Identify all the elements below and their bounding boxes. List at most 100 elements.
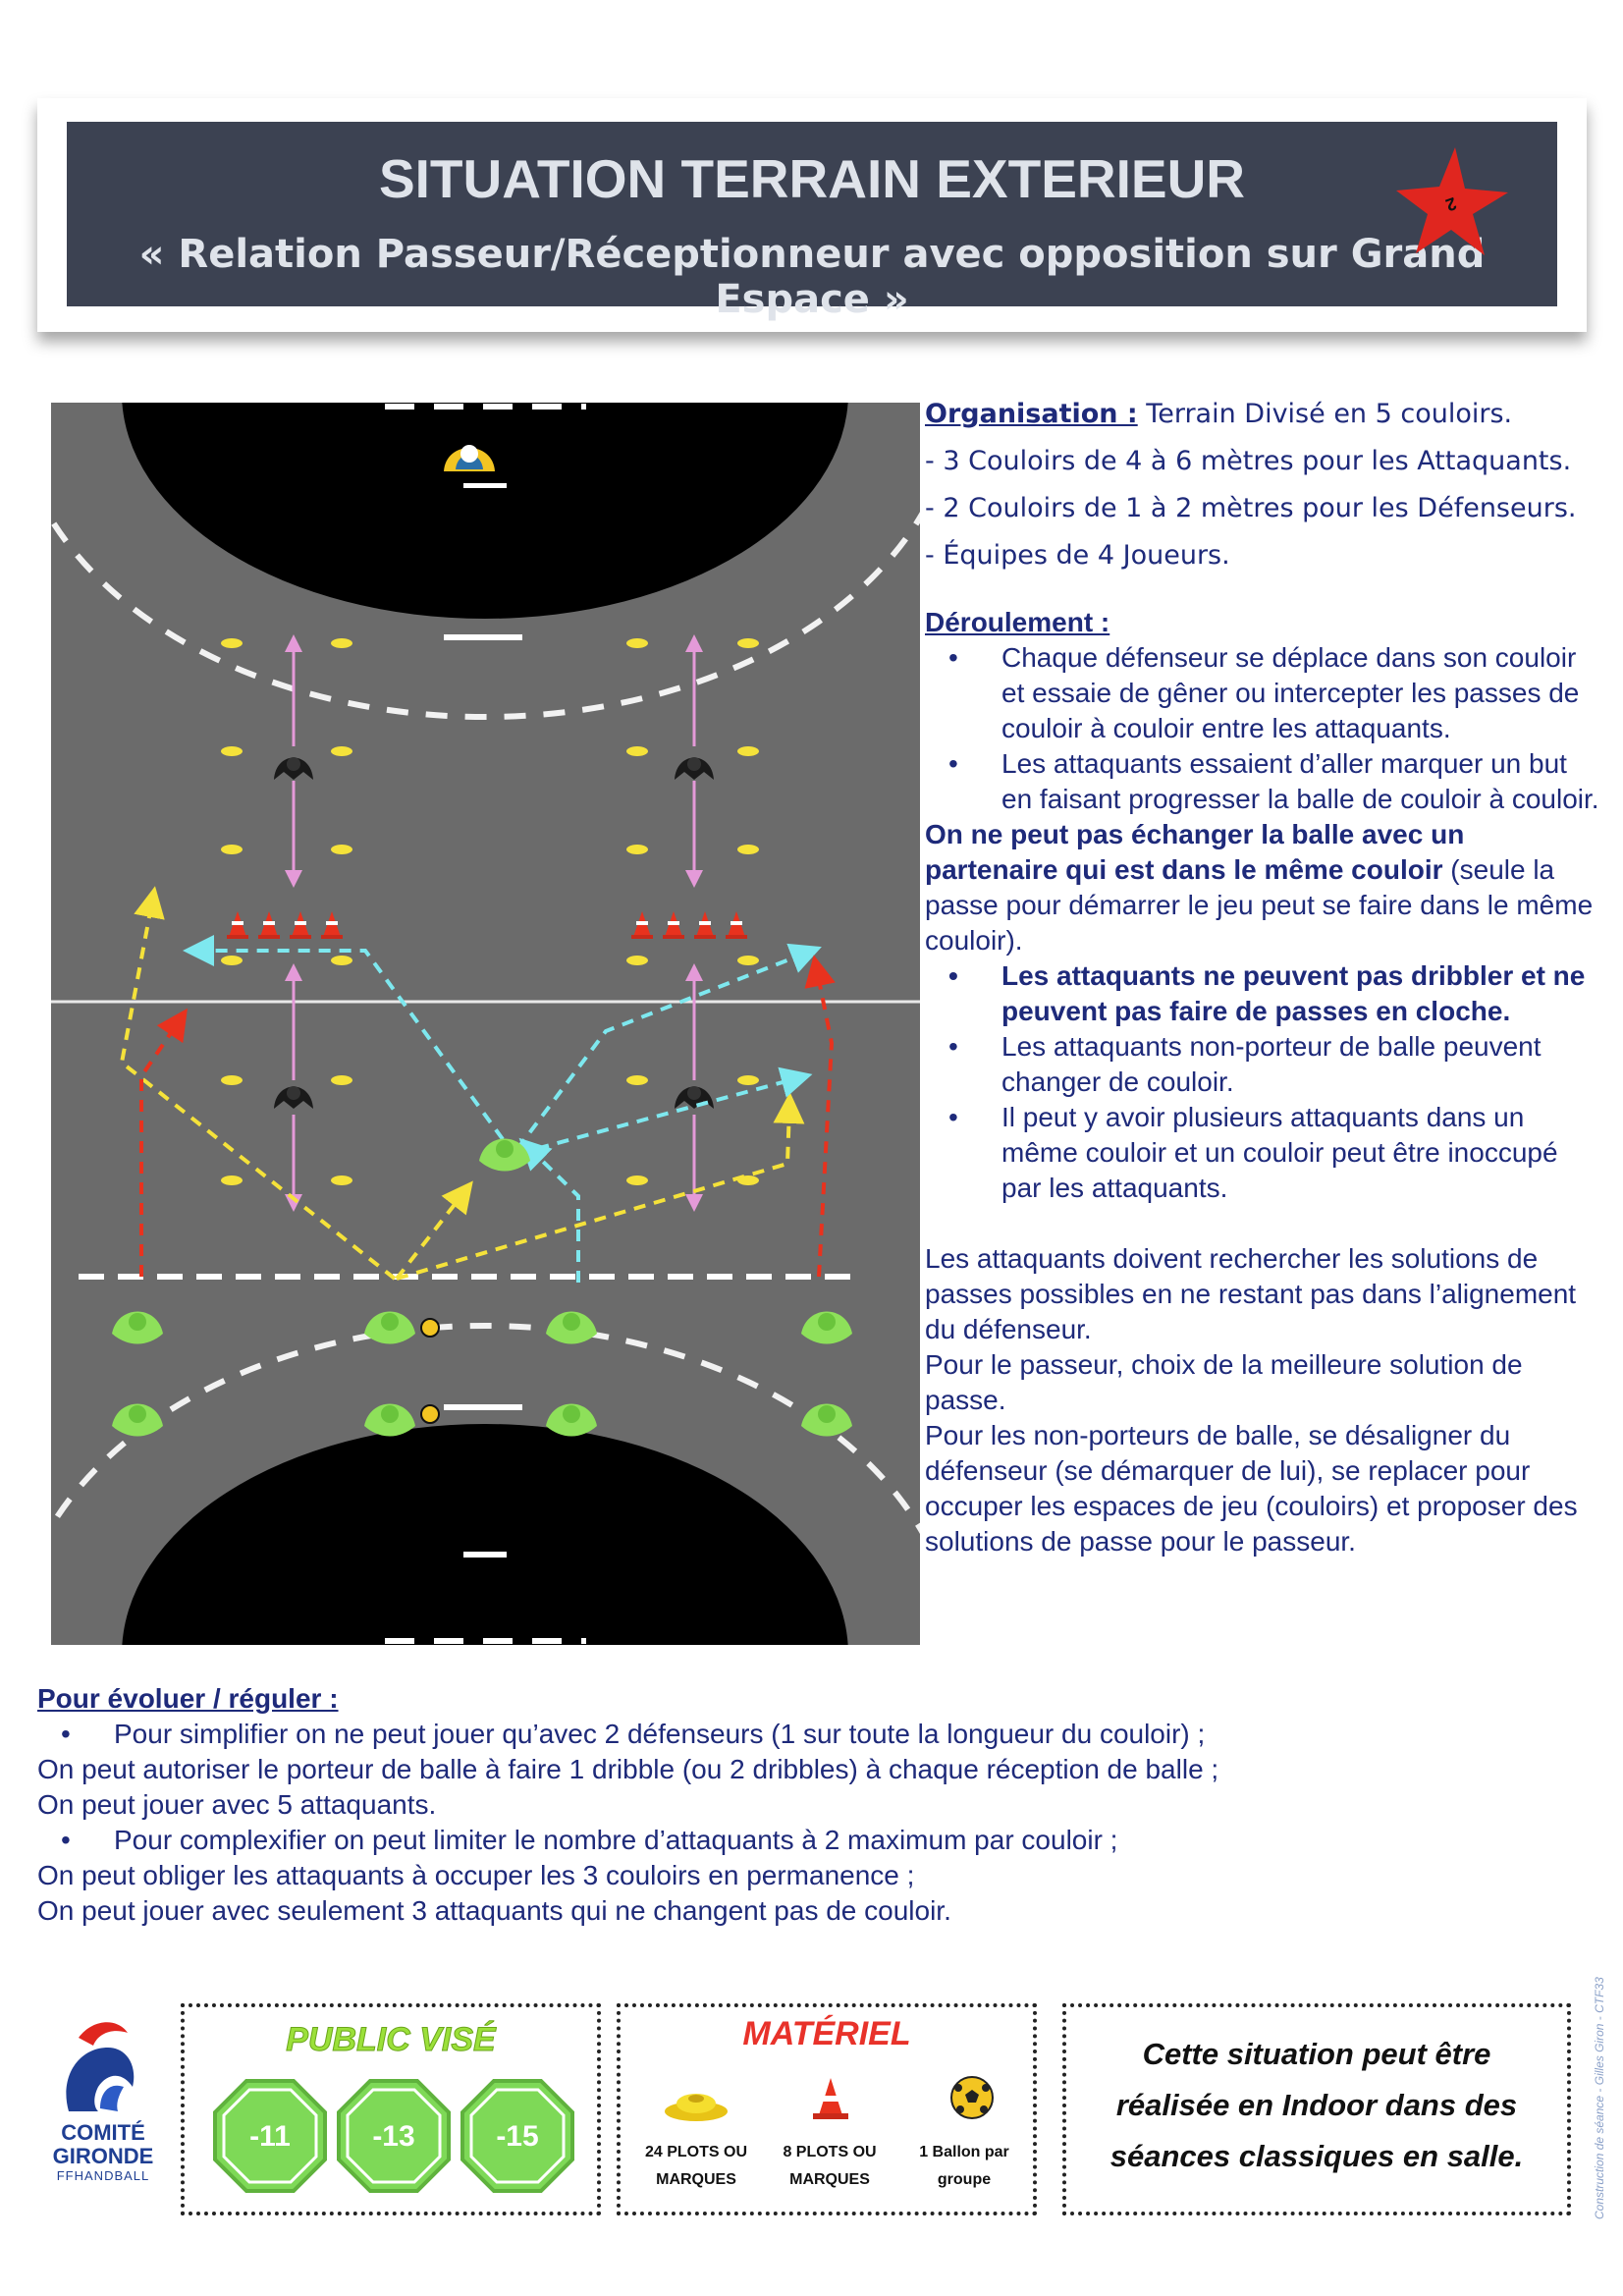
- yellow-cone-icon: [737, 956, 759, 965]
- bottom-goal-area: [122, 1424, 848, 1645]
- rule-paragraph: On ne peut pas échanger la balle avec un…: [925, 819, 1594, 956]
- star-badge-icon: 2: [1396, 147, 1508, 255]
- evoluer-line: On peut obliger les attaquants à occuper…: [37, 1860, 915, 1890]
- evoluer-line: On peut autoriser le porteur de balle à …: [37, 1754, 1219, 1784]
- yellow-pass-arrow: [395, 1180, 473, 1281]
- evoluer-section: Pour évoluer / réguler : •Pour simplifie…: [37, 1681, 1569, 1929]
- attacker-icon: [546, 1403, 597, 1437]
- cyan-pass-arrow: [518, 1137, 580, 1283]
- comite-gironde-logo: COMITÉ GIRONDE FFHANDBALL: [39, 2018, 167, 2195]
- age-label: -15: [496, 2120, 538, 2153]
- evoluer-line: On peut jouer avec 5 attaquants.: [37, 1789, 437, 1820]
- cyan-pass-arrow: [515, 943, 822, 1151]
- public-vise-box: PUBLIC VISÉ -11 -13 -15: [181, 2003, 601, 2215]
- deroulement-bullet: •Chaque défenseur se déplace dans son co…: [948, 642, 1580, 743]
- evoluer-bullet: •Pour simplifier on ne peut jouer qu’ave…: [61, 1719, 1206, 1749]
- deroulement-bullet: •Les attaquants ne peuvent pas dribbler …: [948, 960, 1586, 1026]
- yellow-cone-icon: [331, 956, 352, 965]
- yellow-cone-icon: [626, 956, 648, 965]
- yellow-cone-icon: [626, 845, 648, 854]
- yellow-cone-icon: [737, 638, 759, 648]
- cyan-pass-arrow: [183, 935, 505, 1141]
- bottom-goalkeeper-line: [463, 1552, 507, 1558]
- yellow-cone-icon: [737, 1075, 759, 1085]
- top-7m-line: [444, 634, 522, 640]
- organisation-heading: Organisation :: [925, 399, 1138, 429]
- yellow-cone-icon: [331, 845, 352, 854]
- objective-paragraph: Pour les non-porteurs de balle, se désal…: [925, 1420, 1578, 1557]
- credit-text: Construction de séance - Gilles Giron - …: [1593, 1977, 1606, 2219]
- yellow-cone-icon: [221, 1075, 243, 1085]
- logo-line1: COMITÉ: [61, 2120, 145, 2145]
- rooster-logo-icon: [66, 2022, 135, 2111]
- attacker-icon: [364, 1311, 415, 1344]
- top-goal-area: [122, 403, 848, 619]
- deroulement-bullet: •Les attaquants essaient d’aller marquer…: [948, 748, 1599, 814]
- evoluer-heading: Pour évoluer / réguler :: [37, 1683, 339, 1714]
- top-goalkeeper-line: [463, 483, 507, 488]
- organisation-line: - 3 Couloirs de 4 à 6 mètres pour les At…: [925, 446, 1572, 476]
- yellow-cone-group: [221, 638, 759, 1185]
- bottom-7m-line: [444, 1404, 522, 1410]
- yellow-cone-icon: [665, 2094, 728, 2121]
- yellow-cone-icon: [221, 638, 243, 648]
- attacker-icon: [112, 1403, 163, 1437]
- deroulement-bullet: •Il peut y avoir plusieurs attaquants da…: [948, 1102, 1558, 1203]
- yellow-cone-icon: [331, 1075, 352, 1085]
- attacker-icon: [801, 1311, 852, 1344]
- materiel-title: MATÉRIEL: [742, 2015, 911, 2052]
- yellow-cone-icon: [331, 638, 352, 648]
- court-diagram: [51, 403, 920, 1645]
- age-label: -13: [372, 2120, 414, 2153]
- deroulement-heading: Déroulement :: [925, 607, 1110, 637]
- attacker-icon: [112, 1311, 163, 1344]
- yellow-cone-icon: [626, 1175, 648, 1185]
- yellow-pass-arrow: [119, 886, 397, 1281]
- age-label: -11: [249, 2120, 291, 2153]
- red-run-arrow: [139, 1008, 188, 1277]
- logo-line3: FFHANDBALL: [56, 2168, 150, 2183]
- ball-icon: [420, 1318, 440, 1338]
- cyan-pass-arrow: [516, 1066, 813, 1156]
- defender-icon: [675, 1086, 714, 1109]
- public-vise-title: PUBLIC VISÉ: [286, 2021, 496, 2059]
- attacker-icon: [801, 1403, 852, 1437]
- defender-icon: [274, 1086, 313, 1109]
- evoluer-line: On peut jouer avec seulement 3 attaquant…: [37, 1895, 951, 1926]
- red-cone-icon: [813, 2078, 848, 2119]
- yellow-cone-icon: [626, 1075, 648, 1085]
- header-banner: SITUATION TERRAIN EXTERIEUR « Relation P…: [67, 122, 1557, 322]
- objective-paragraph: Les attaquants doivent rechercher les so…: [925, 1243, 1577, 1344]
- red-run-arrow: [804, 955, 836, 1278]
- age-octagon-icon: -15: [460, 2079, 574, 2193]
- indoor-note-box: Cette situation peut être réalisée en In…: [1062, 2003, 1571, 2215]
- bottom-free-throw-line: [51, 1323, 920, 1535]
- deroulement-section: Déroulement : •Chaque défenseur se dépla…: [925, 605, 1602, 1559]
- yellow-cone-icon: [737, 746, 759, 756]
- goalkeeper-icon: [444, 445, 495, 471]
- age-octagon-icon: -11: [213, 2079, 327, 2193]
- organisation-line: - Équipes de 4 Joueurs.: [925, 540, 1230, 571]
- yellow-cone-icon: [221, 845, 243, 854]
- attacker-icon: [364, 1403, 415, 1437]
- ball-icon: [420, 1404, 440, 1424]
- evoluer-bullet: •Pour complexifier on peut limiter le no…: [61, 1825, 1118, 1855]
- top-free-throw-line: [51, 511, 920, 720]
- deroulement-bullet: •Les attaquants non-porteur de balle peu…: [948, 1031, 1542, 1097]
- page-title: SITUATION TERRAIN EXTERIEUR: [378, 148, 1246, 209]
- indoor-note-text: Cette situation peut être réalisée en In…: [1109, 2037, 1524, 2173]
- age-octagon-icon: -13: [337, 2079, 451, 2193]
- instructions-column: Organisation : Terrain Divisé en 5 coulo…: [925, 391, 1602, 1559]
- yellow-cone-icon: [331, 1175, 352, 1185]
- yellow-cone-icon: [221, 746, 243, 756]
- page-subtitle: « Relation Passeur/Réceptionneur avec op…: [138, 232, 1486, 322]
- yellow-cone-icon: [626, 638, 648, 648]
- attacker-icon: [479, 1138, 530, 1172]
- red-cone-group: [227, 911, 747, 939]
- yellow-cone-icon: [737, 845, 759, 854]
- ball-icon: [950, 2076, 994, 2119]
- organisation-intro: Organisation : Terrain Divisé en 5 coulo…: [925, 399, 1513, 429]
